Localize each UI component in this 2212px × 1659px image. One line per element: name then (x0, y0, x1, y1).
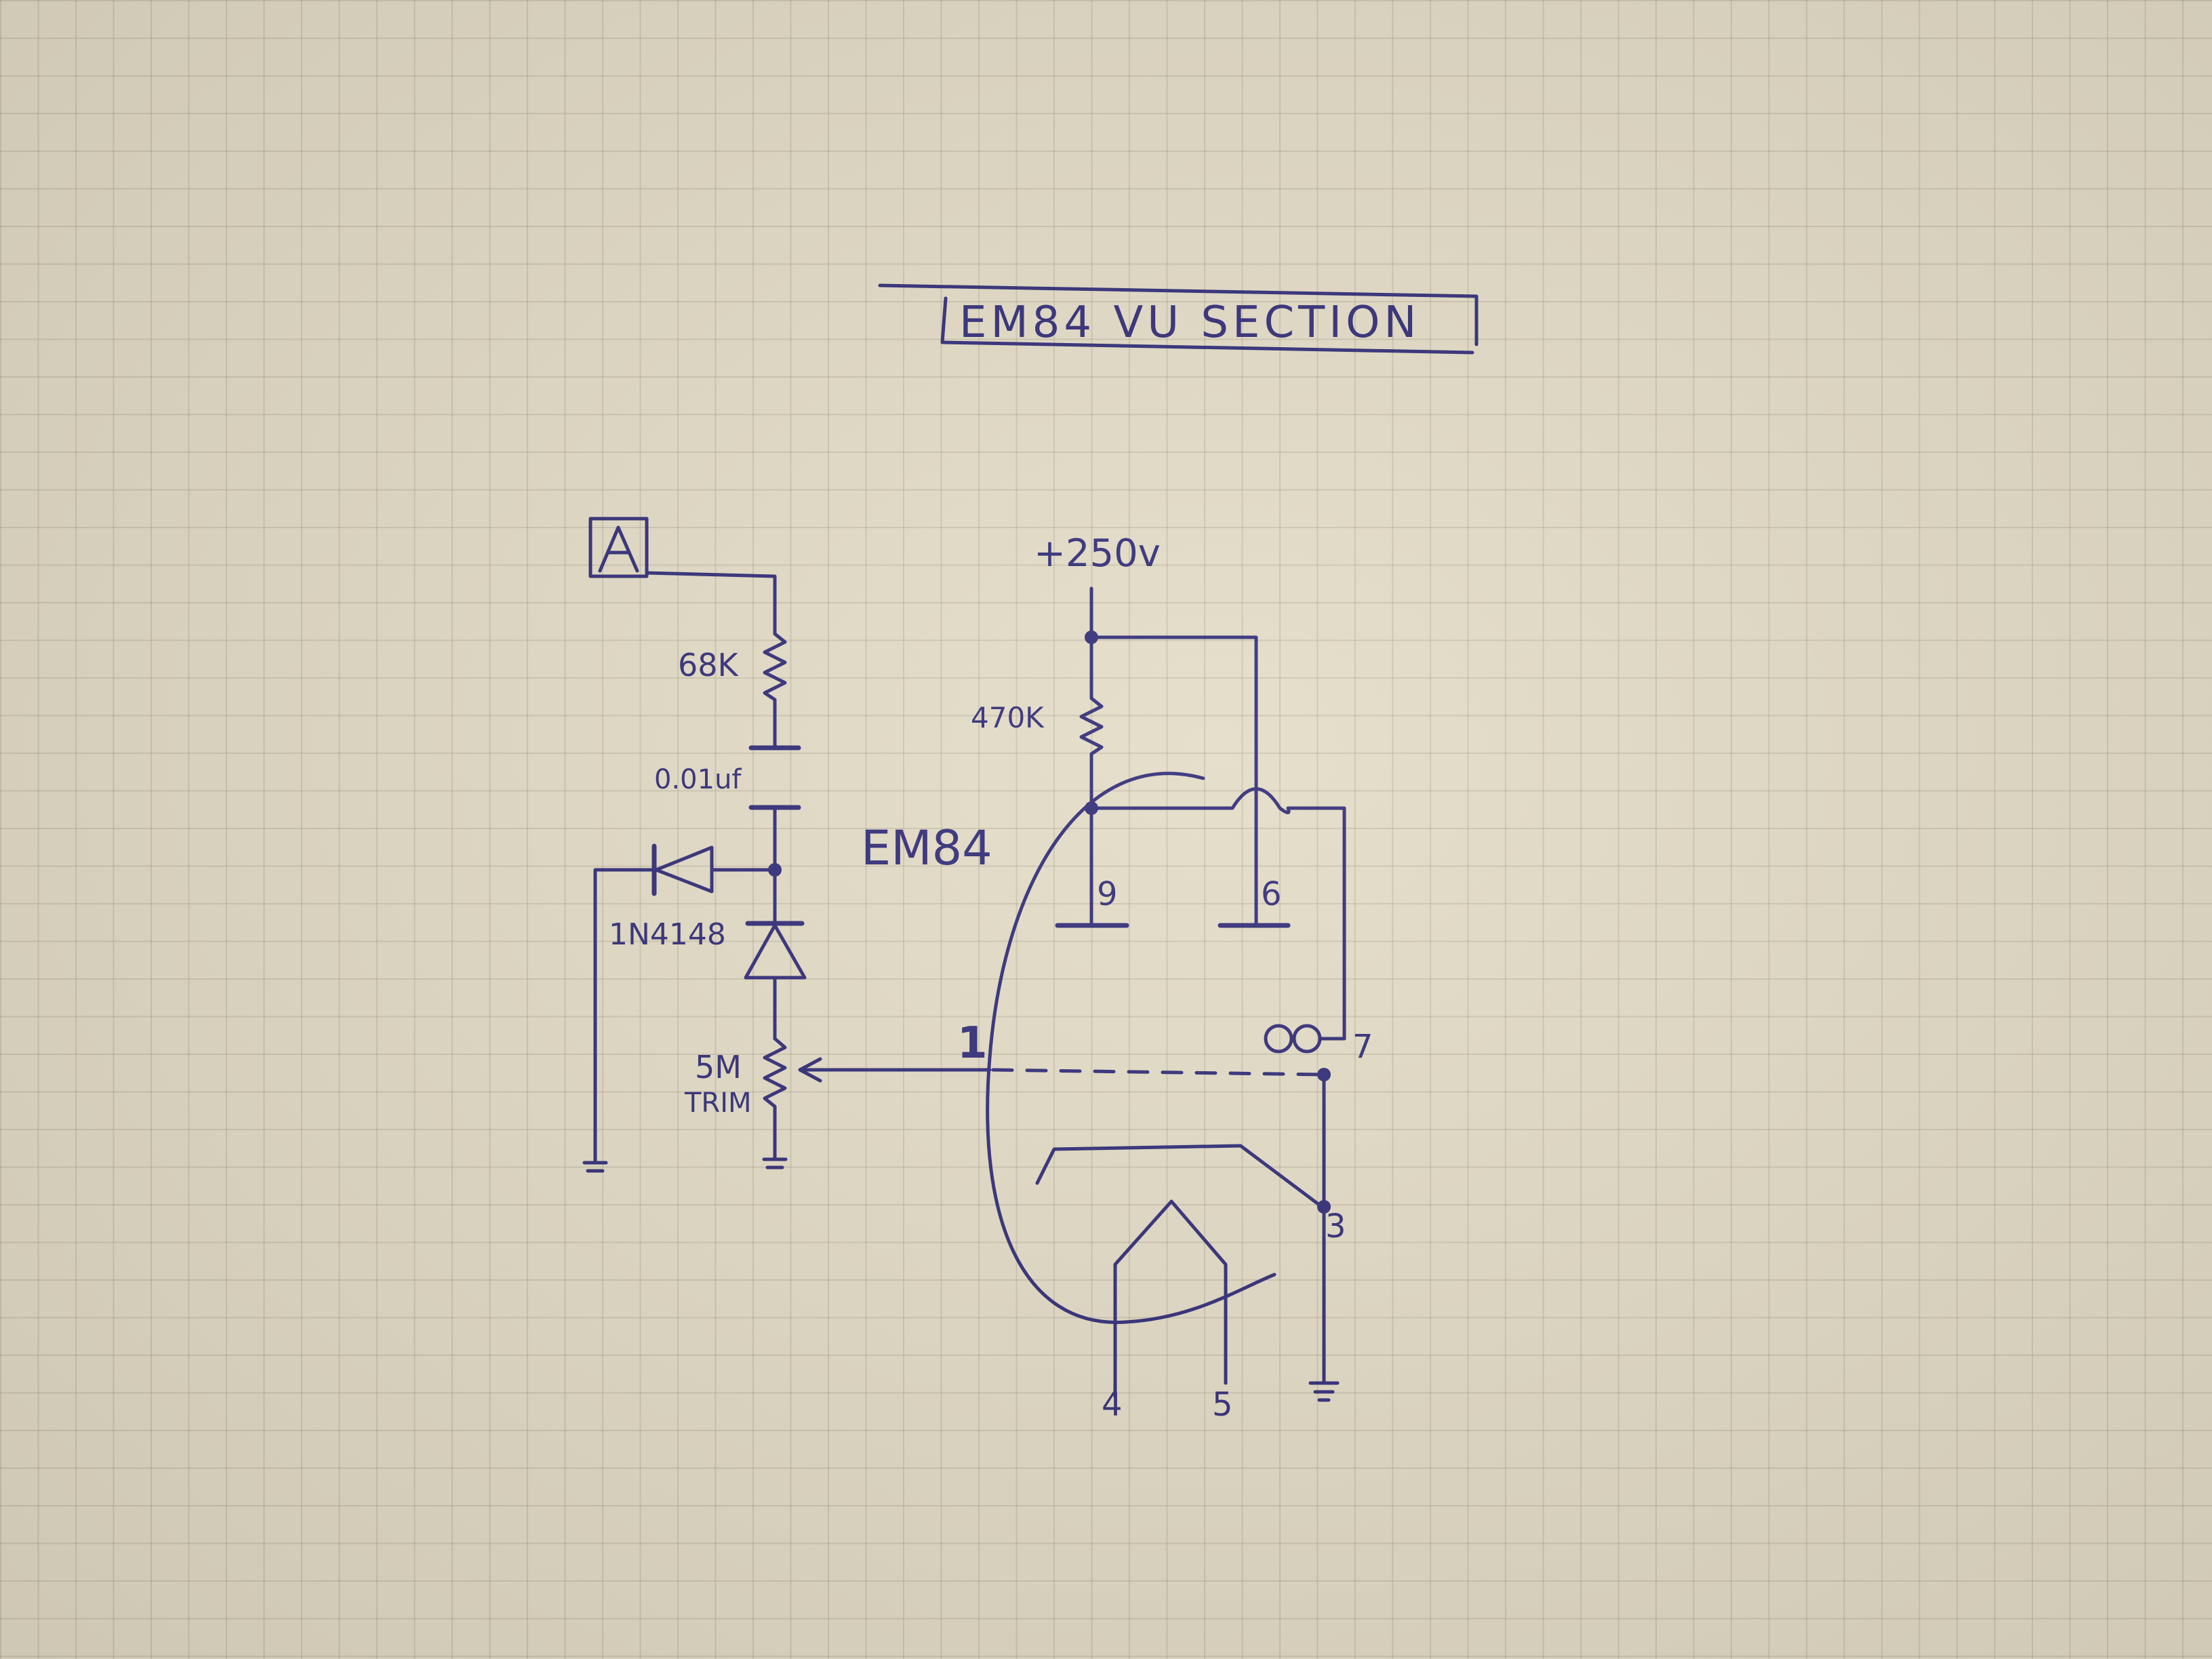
pin-7-deflector: 7 (1264, 1024, 1373, 1066)
resistor-470k: 470K (971, 635, 1104, 815)
capacitor-label: 0.01uf (654, 764, 742, 795)
tube-envelope: EM84 (861, 772, 1276, 1324)
pin-9-label: 9 (1097, 875, 1118, 913)
supply-label: +250v (1034, 532, 1161, 576)
pin-1-label: 1 (957, 1018, 988, 1068)
resistor-470k-label: 470K (971, 701, 1045, 734)
resistor-68k: 68K (678, 632, 787, 749)
pin-6-electrode: 6 (1218, 875, 1291, 928)
input-marker-label: A (618, 514, 619, 516)
diode-1n4148-lower (744, 868, 807, 1041)
wiper-arrow-icon (798, 1057, 992, 1083)
pin-5-label: 5 (1212, 1386, 1233, 1424)
tube-label: EM84 (861, 820, 992, 876)
trim-label-2: TRIM (684, 1087, 752, 1119)
trim-pot-5m: 5M TRIM (684, 1037, 992, 1148)
title-text: EM84 VU SECTION (959, 298, 1420, 348)
resistor-68k-label: 68K (678, 647, 740, 683)
ground-cathode-icon (1308, 1374, 1340, 1402)
ground-left-icon (582, 1147, 608, 1173)
heater-filament: 4 5 (1102, 1199, 1233, 1424)
ground-trim-icon (762, 1144, 788, 1170)
pin-6-label: 6 (1261, 875, 1282, 913)
pin-4-label: 4 (1102, 1386, 1123, 1424)
diode-label: 1N4148 (609, 917, 726, 952)
trim-label-1: 5M (695, 1049, 742, 1085)
input-marker: A (588, 514, 649, 578)
capacitor-0-01uf: 0.01uf (654, 745, 801, 872)
diode-1n4148-upper: 1N4148 (593, 843, 777, 1151)
input-wire (645, 571, 777, 636)
anode-to-pin7-wire (1089, 787, 1346, 1041)
cathode-wiring: 3 (1035, 1068, 1346, 1378)
pin-3-label: 3 (1325, 1207, 1346, 1245)
pin-9-electrode: 9 (1055, 806, 1129, 928)
pin-7-label: 7 (1352, 1028, 1373, 1066)
title-box: EM84 VU SECTION (878, 283, 1479, 355)
pin-1-grid: 1 (957, 1018, 1324, 1077)
